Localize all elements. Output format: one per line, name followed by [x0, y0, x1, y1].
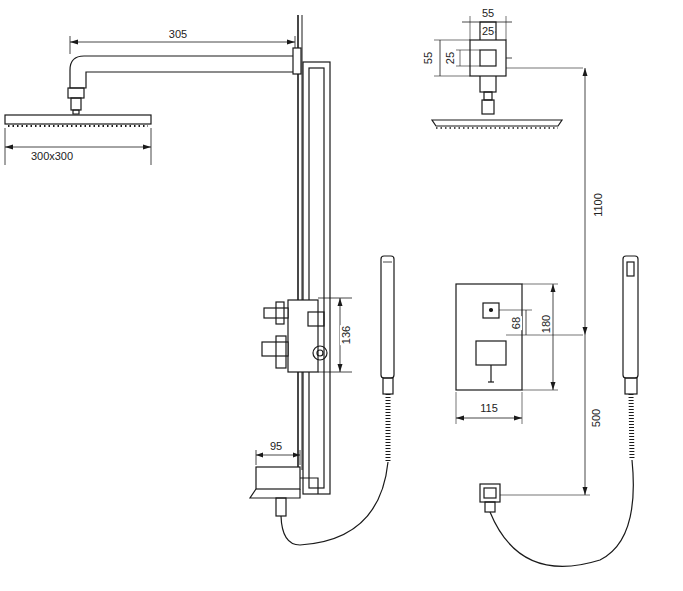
dimension-label: 25	[444, 51, 456, 65]
dimension-label: 55	[422, 51, 434, 65]
dimension-label: 25	[481, 25, 495, 37]
dimension-label: 305	[168, 28, 188, 40]
dimension-label: 1100	[592, 192, 604, 218]
dimension-label: 500	[590, 408, 602, 428]
dimension-label: 55	[481, 7, 495, 19]
dimension-label: 136	[340, 325, 352, 345]
dimension-label: 95	[269, 440, 283, 452]
dimension-label: 68	[510, 316, 522, 330]
dimension-label: 115	[479, 402, 499, 414]
dimension-label: 300x300	[30, 150, 74, 162]
dimension-label: 180	[540, 314, 552, 334]
